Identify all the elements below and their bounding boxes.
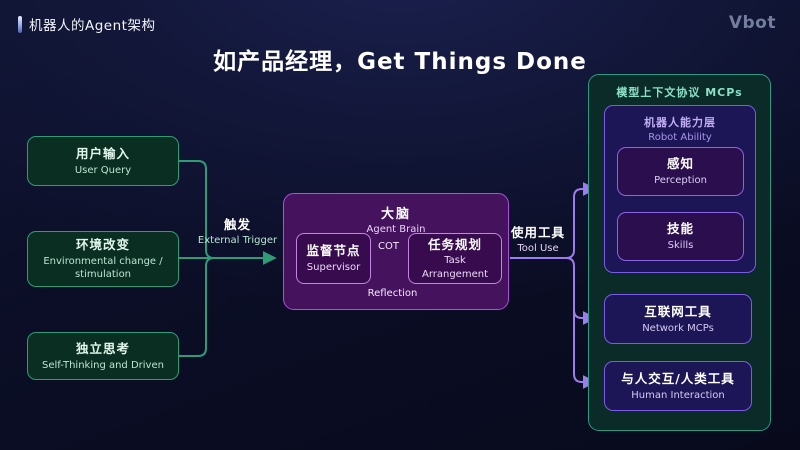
ability-title-en: Robot Ability (648, 132, 712, 143)
slide-label: 机器人的Agent架构 (18, 14, 155, 34)
node-label-zh: 环境改变 (75, 237, 130, 253)
supervisor-node: 监督节点 Supervisor (296, 233, 371, 284)
node-label-zh: 用户输入 (75, 145, 130, 161)
input-box-self-thinking: 独立思考 Self-Thinking and Driven (27, 332, 179, 380)
node-label-en: Task Arrangement (421, 255, 488, 280)
node-label-en: Human Interaction (631, 389, 725, 401)
input-box-environment: 环境改变 Environmental change / stimulation (27, 231, 179, 287)
human-interaction-node: 与人交互/人类工具 Human Interaction (604, 361, 752, 411)
tool-use-wires (510, 182, 597, 389)
node-label-zh: 技能 (666, 221, 694, 237)
trigger-label-en: External Trigger (197, 235, 278, 246)
task-arrangement-node: 任务规划 Task Arrangement (408, 233, 502, 284)
trigger-label-zh: 触发 (223, 217, 251, 232)
node-label-zh: 互联网工具 (644, 303, 712, 319)
node-label-zh: 任务规划 (427, 236, 482, 252)
node-label-zh: 感知 (666, 156, 694, 172)
node-label-zh: 监督节点 (306, 243, 361, 259)
node-label-en: Supervisor (306, 262, 361, 274)
mcp-container: 模型上下文协议 MCPs 机器人能力层 Robot Ability 感知 Per… (588, 74, 771, 431)
accent-bar-icon (18, 15, 22, 33)
node-label-en: User Query (74, 164, 132, 176)
skills-node: 技能 Skills (617, 212, 744, 261)
cot-label: COT (378, 241, 399, 252)
vbot-logo: Vbot (728, 13, 776, 33)
network-mcps-node: 互联网工具 Network MCPs (604, 294, 752, 344)
tool-use-label-en: Tool Use (517, 243, 559, 254)
agent-brain-title: 大脑 Agent Brain (284, 203, 508, 235)
brain-title-zh: 大脑 (380, 207, 411, 222)
robot-ability-container: 机器人能力层 Robot Ability 感知 Perception 技能 Sk… (604, 105, 756, 273)
input-box-user-query: 用户输入 User Query (27, 136, 179, 186)
node-label-en: Network MCPs (642, 322, 714, 334)
input-merge-wires (179, 160, 277, 357)
reflection-label: Reflection (367, 288, 418, 299)
external-trigger-label: 触发 External Trigger (185, 214, 290, 246)
perception-node: 感知 Perception (617, 147, 744, 196)
page-title: 如产品经理，Get Things Done (213, 49, 587, 75)
node-label-en: Skills (667, 240, 694, 252)
tool-use-label: 使用工具 Tool Use (492, 222, 584, 254)
brain-title-en: Agent Brain (366, 224, 426, 235)
node-label-zh: 独立思考 (75, 340, 130, 356)
node-label-en: Perception (654, 175, 707, 187)
tool-use-label-zh: 使用工具 (510, 225, 565, 240)
node-label-zh: 与人交互/人类工具 (621, 370, 735, 386)
mcp-header: 模型上下文协议 MCPs (616, 86, 743, 99)
node-label-en: Self-Thinking and Driven (42, 359, 164, 371)
slide-label-text: 机器人的Agent架构 (29, 18, 156, 34)
node-label-en: Environmental change / stimulation (43, 255, 163, 281)
ability-title-zh: 机器人能力层 (644, 116, 716, 129)
robot-ability-title: 机器人能力层 Robot Ability (605, 114, 755, 143)
